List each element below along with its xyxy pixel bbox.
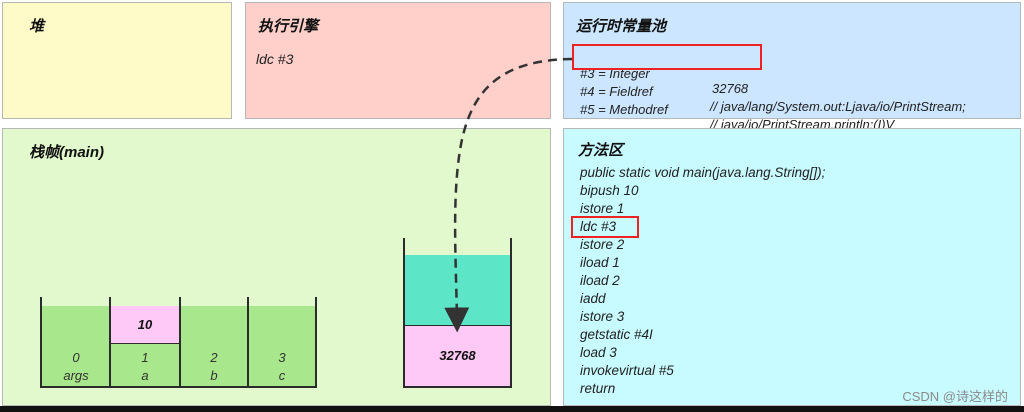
slot-name: a [141,368,149,383]
heap-panel: 堆 [2,2,232,119]
pool-title: 运行时常量池 [576,18,667,35]
slot-value: 10 [110,306,180,344]
table-wall [40,297,42,388]
operand-stack-top-value: 32768 [405,325,510,386]
code-line: return [580,381,616,396]
execution-engine-panel: 执行引擎 ldc #3 [245,2,551,119]
code-line: load 3 [580,345,617,360]
code-line: bipush 10 [580,183,639,198]
code-line: istore 1 [580,201,625,216]
pool-entry-value: 32768 [712,81,749,96]
current-instruction: ldc #3 [256,51,294,67]
code-line: iadd [580,291,606,306]
slot-name: c [278,368,286,383]
code-line: iload 2 [580,273,620,288]
pool-entry: #4 = Fieldref // java/lang/System.out:Lj… [564,69,1020,129]
local-slot-2: 2 b [180,306,248,386]
local-slot-0: 0 args [42,306,110,386]
frame-title: 栈帧(main) [29,144,105,161]
slot-name: args [63,368,89,383]
pool-entry-name: #4 = Fieldref [580,84,653,99]
dashed-arrow-path [444,57,573,333]
code-line: invokevirtual #5 [580,363,674,378]
slot-index: 0 [72,350,80,365]
table-wall [247,297,249,388]
table-floor [40,386,317,388]
pool-highlight-box [572,44,762,70]
pool-entry-value: // java/lang/System.out:Ljava/io/PrintSt… [710,99,966,114]
stack-wall [403,238,405,388]
slot-index: 3 [278,350,286,365]
bottom-bar [0,406,1024,412]
engine-title: 执行引擎 [258,18,319,35]
code-line: istore 2 [580,237,625,252]
code-line: ldc #3 [580,219,617,234]
slot-name: b [210,368,218,383]
method-title: 方法区 [578,142,624,159]
slot-index: 2 [210,350,218,365]
code-line: getstatic #4I [580,327,653,342]
stack-wall [510,238,512,388]
table-wall [179,297,181,388]
current-line-highlight [571,216,639,238]
constant-pool-panel: 运行时常量池 #3 = Integer 32768 #4 = Fieldref … [563,2,1021,132]
method-area-panel: 方法区 public static void main(java.lang.St… [563,128,1021,406]
stack-floor [403,386,512,388]
pool-entry-name: #5 = Methodref [580,102,668,117]
local-slot-1: 10 1 a [110,306,180,386]
code-line: public static void main(java.lang.String… [580,165,826,180]
code-line: istore 3 [580,309,625,324]
local-slot-3: 3 c [248,306,316,386]
heap-title: 堆 [29,18,45,35]
table-wall [109,297,111,388]
slot-index: 1 [141,350,149,365]
code-line: iload 1 [580,255,620,270]
table-wall [315,297,317,388]
watermark: CSDN @诗这样的 [902,389,1008,404]
